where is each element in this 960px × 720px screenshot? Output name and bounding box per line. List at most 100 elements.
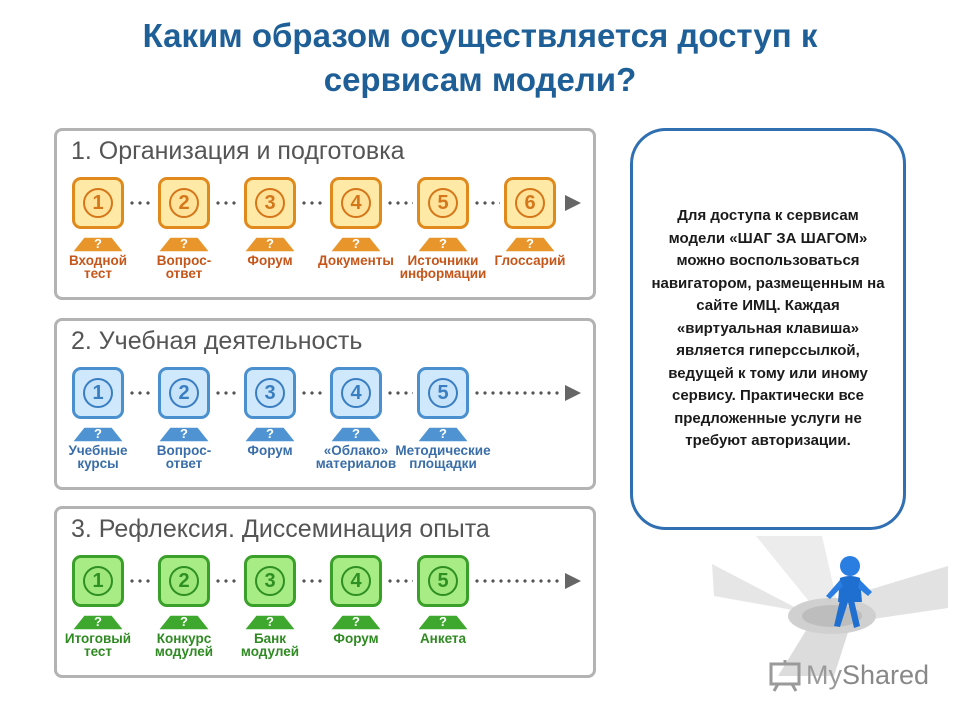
- help-tab-icon[interactable]: ?: [415, 423, 471, 443]
- help-mark: ?: [526, 236, 534, 251]
- step-number: 2: [169, 566, 199, 596]
- step-key-3[interactable]: 3: [244, 555, 296, 607]
- step-key-4[interactable]: 4: [330, 555, 382, 607]
- step-number: 5: [428, 188, 458, 218]
- logo-text-shared: Shared: [842, 659, 930, 690]
- step-number: 6: [515, 188, 545, 218]
- step-label[interactable]: Методические площадки: [395, 443, 491, 471]
- step-number: 3: [255, 566, 285, 596]
- info-callout: Для доступа к сервисам модели «ШАГ ЗА ША…: [630, 128, 906, 530]
- step-number: 1: [83, 378, 113, 408]
- step-key-2[interactable]: 2: [158, 177, 210, 229]
- help-mark: ?: [266, 236, 274, 251]
- step-key-5[interactable]: 5: [417, 177, 469, 229]
- dotted-connector: [214, 201, 240, 205]
- help-tab-icon[interactable]: ?: [156, 423, 212, 443]
- step-label[interactable]: Источники информации: [399, 253, 487, 281]
- step-label[interactable]: Входной тест: [68, 253, 128, 281]
- step-key-2[interactable]: 2: [158, 555, 210, 607]
- help-mark: ?: [180, 614, 188, 629]
- step-key-1[interactable]: 1: [72, 177, 124, 229]
- help-tab-icon[interactable]: ?: [415, 233, 471, 253]
- help-tab-icon[interactable]: ?: [156, 233, 212, 253]
- step-key-3[interactable]: 3: [244, 177, 296, 229]
- step-key-5[interactable]: 5: [417, 367, 469, 419]
- help-tab-icon[interactable]: ?: [70, 233, 126, 253]
- dotted-connector: [300, 579, 326, 583]
- help-mark: ?: [180, 426, 188, 441]
- step-number: 2: [169, 378, 199, 408]
- step-label[interactable]: Конкурс модулей: [154, 631, 214, 659]
- help-mark: ?: [94, 426, 102, 441]
- help-tab-icon[interactable]: ?: [328, 423, 384, 443]
- dotted-connector: [386, 391, 413, 395]
- step-label[interactable]: Банк модулей: [240, 631, 300, 659]
- help-mark: ?: [439, 236, 447, 251]
- page-title: Каким образом осуществляется доступ к се…: [0, 14, 960, 102]
- section-title: 3. Рефлексия. Диссеминация опыта: [71, 515, 490, 543]
- help-tab-icon[interactable]: ?: [70, 423, 126, 443]
- help-mark: ?: [352, 614, 360, 629]
- step-label[interactable]: Форум: [247, 253, 293, 268]
- person-icon: [826, 556, 872, 628]
- dotted-connector: [473, 391, 562, 395]
- help-tab-icon[interactable]: ?: [242, 611, 298, 631]
- arrow-right-icon: [565, 195, 581, 211]
- section-title: 1. Организация и подготовка: [71, 137, 405, 165]
- step-key-1[interactable]: 1: [72, 367, 124, 419]
- help-tab-icon[interactable]: ?: [328, 611, 384, 631]
- step-number: 4: [341, 188, 371, 218]
- step-key-3[interactable]: 3: [244, 367, 296, 419]
- help-tab-icon[interactable]: ?: [328, 233, 384, 253]
- step-number: 5: [428, 566, 458, 596]
- step-label[interactable]: Вопрос- ответ: [156, 253, 212, 281]
- step-label[interactable]: Вопрос- ответ: [156, 443, 212, 471]
- dotted-connector: [214, 579, 240, 583]
- step-label[interactable]: Форум: [247, 443, 293, 458]
- step-number: 1: [83, 188, 113, 218]
- step-key-6[interactable]: 6: [504, 177, 556, 229]
- step-key-1[interactable]: 1: [72, 555, 124, 607]
- step-label[interactable]: Учебные курсы: [68, 443, 128, 471]
- help-mark: ?: [266, 614, 274, 629]
- help-mark: ?: [439, 614, 447, 629]
- step-number: 3: [255, 188, 285, 218]
- help-tab-icon[interactable]: ?: [242, 233, 298, 253]
- step-label[interactable]: Форум: [333, 631, 379, 646]
- info-text: Для доступа к сервисам модели «ШАГ ЗА ША…: [651, 207, 885, 450]
- step-key-5[interactable]: 5: [417, 555, 469, 607]
- help-tab-icon[interactable]: ?: [70, 611, 126, 631]
- step-label[interactable]: Документы: [318, 253, 394, 268]
- dotted-connector: [128, 391, 154, 395]
- help-tab-icon[interactable]: ?: [156, 611, 212, 631]
- dotted-connector: [386, 579, 413, 583]
- dotted-connector: [386, 201, 413, 205]
- logo-text-my: My: [806, 659, 842, 690]
- person-at-crossroads-image: [712, 536, 948, 676]
- step-number: 4: [341, 566, 371, 596]
- step-number: 1: [83, 566, 113, 596]
- step-label[interactable]: «Облако» материалов: [315, 443, 397, 471]
- help-tab-icon[interactable]: ?: [242, 423, 298, 443]
- help-mark: ?: [266, 426, 274, 441]
- step-number: 5: [428, 378, 458, 408]
- step-label[interactable]: Глоссарий: [494, 253, 566, 268]
- step-key-4[interactable]: 4: [330, 177, 382, 229]
- dotted-connector: [128, 579, 154, 583]
- dotted-connector: [560, 201, 562, 205]
- help-tab-icon[interactable]: ?: [415, 611, 471, 631]
- step-key-2[interactable]: 2: [158, 367, 210, 419]
- presentation-board-icon: [769, 660, 801, 692]
- step-key-4[interactable]: 4: [330, 367, 382, 419]
- dotted-connector: [300, 391, 326, 395]
- page-title-line2: сервисам модели?: [323, 61, 637, 98]
- help-tab-icon[interactable]: ?: [502, 233, 558, 253]
- step-label[interactable]: Анкета: [419, 631, 467, 646]
- step-label[interactable]: Итоговый тест: [64, 631, 132, 659]
- dotted-connector: [214, 391, 240, 395]
- help-mark: ?: [180, 236, 188, 251]
- help-mark: ?: [94, 236, 102, 251]
